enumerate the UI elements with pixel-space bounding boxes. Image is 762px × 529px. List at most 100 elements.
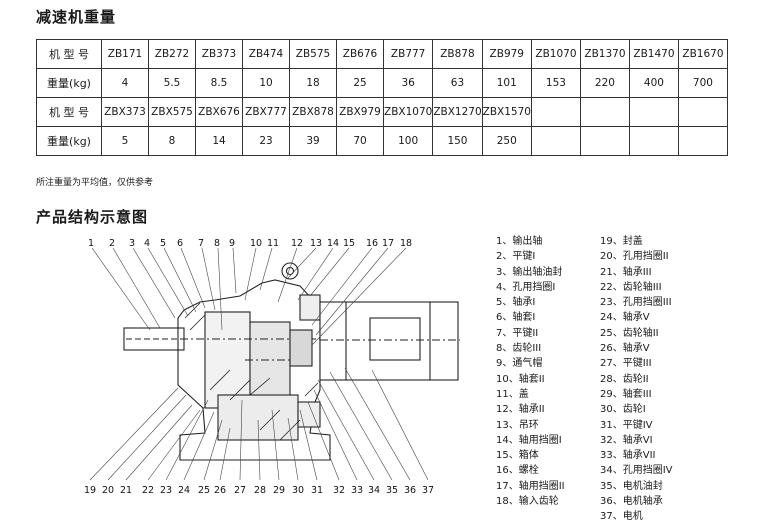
list-item: 25、齿轮轴II	[600, 327, 659, 339]
callout-number: 30	[292, 485, 304, 496]
list-item: 14、轴用挡圈I	[496, 434, 562, 446]
list-item: 21、轴承III	[600, 266, 652, 278]
list-item: 5、轴承I	[496, 297, 536, 309]
weight-cell: 63	[432, 68, 483, 98]
structure-title: 产品结构示意图	[36, 208, 149, 226]
table-row: 机 型 号 ZBX373 ZBX575 ZBX676 ZBX777 ZBX878…	[36, 97, 728, 127]
list-item: 13、吊环	[496, 419, 539, 431]
list-item: 7、平键II	[496, 327, 539, 339]
callout-number: 28	[254, 485, 266, 496]
table-row: 重量(kg) 5 8 14 23 39 70 100 150 250	[36, 126, 728, 156]
motor-terminal-box	[369, 317, 421, 361]
callout-number: 26	[214, 485, 226, 496]
list-item: 16、螺栓	[496, 465, 539, 477]
list-item: 26、轴承V	[600, 343, 650, 355]
weight-cell: 4	[101, 68, 149, 98]
callout-number: 24	[178, 485, 190, 496]
callout-number: 36	[404, 485, 416, 496]
weight-cell: 150	[432, 126, 483, 156]
top-callout-numbers: 1 2 3 4 5 6 7 8 9 10 11 12 13 14 15 16 1…	[88, 238, 412, 249]
table-row: 重量(kg) 4 5.5 8.5 10 18 25 36 63 101 153 …	[36, 68, 728, 98]
list-item: 18、输入齿轮	[496, 496, 559, 508]
callout-number: 22	[142, 485, 154, 496]
weight-cell: 250	[481, 126, 532, 156]
model-cell: ZBX575	[148, 97, 196, 127]
callout-number: 32	[333, 485, 345, 496]
weight-cell: 400	[628, 68, 679, 98]
weight-cell	[530, 126, 581, 156]
model-cell	[530, 97, 581, 127]
model-cell: ZB272	[148, 39, 196, 69]
parts-list-right: 19、封盖 20、孔用挡圈II 21、轴承III 22、齿轮轴III 23、孔用…	[600, 234, 673, 525]
list-item: 4、孔用挡圈I	[496, 281, 556, 293]
list-item: 37、电机	[600, 511, 643, 523]
callout-number: 37	[422, 485, 434, 496]
list-item: 23、孔用挡圈III	[600, 297, 672, 309]
list-item: 28、齿轮II	[600, 373, 649, 385]
weight-cell: 101	[481, 68, 532, 98]
callout-number: 35	[386, 485, 398, 496]
list-item: 31、平键IV	[600, 419, 653, 431]
list-item: 8、齿轮III	[496, 343, 542, 355]
callout-number: 27	[234, 485, 246, 496]
callout-number: 3	[129, 238, 135, 249]
weight-cell: 36	[382, 68, 434, 98]
callout-number: 13	[310, 238, 322, 249]
model-cell: ZB1670	[677, 39, 728, 69]
weight-cell: 5	[101, 126, 149, 156]
list-item: 27、平键III	[600, 358, 652, 370]
leader-lines	[89, 247, 429, 481]
list-item: 34、孔用挡圈IV	[600, 465, 673, 477]
list-item: 1、输出轴	[496, 236, 543, 247]
list-item: 29、轴套III	[600, 388, 652, 400]
model-cell: ZBX1070	[382, 97, 434, 127]
weight-cell: 23	[242, 126, 290, 156]
model-cell: ZB979	[481, 39, 532, 69]
callout-number: 10	[250, 238, 262, 249]
weight-cell: 220	[579, 68, 630, 98]
list-item: 32、轴承VI	[600, 434, 653, 446]
bottom-callout-numbers: 19 20 21 22 23 24 25 26 27 28 29 30 31 3…	[84, 485, 434, 496]
list-item: 35、电机油封	[600, 480, 663, 492]
callout-number: 1	[88, 238, 94, 249]
callout-number: 23	[160, 485, 172, 496]
callout-number: 31	[311, 485, 323, 496]
weight-cell: 8	[148, 126, 196, 156]
list-item: 10、轴套II	[496, 373, 545, 385]
weight-note: 所注重量为平均值，仅供参考	[36, 178, 154, 188]
list-item: 33、轴承VII	[600, 450, 656, 462]
model-cell: ZBX676	[195, 97, 243, 127]
model-cell: ZB171	[101, 39, 149, 69]
callout-number: 12	[291, 238, 303, 249]
list-item: 15、箱体	[496, 450, 539, 462]
weight-cell: 5.5	[148, 68, 196, 98]
callout-number: 34	[368, 485, 380, 496]
model-cell	[579, 97, 630, 127]
list-item: 9、通气帽	[496, 358, 543, 370]
callout-number: 16	[366, 238, 378, 249]
list-item: 30、齿轮I	[600, 404, 646, 416]
lifting-ring	[281, 262, 299, 280]
weight-cell: 14	[195, 126, 243, 156]
model-cell: ZB1070	[530, 39, 581, 69]
callout-number: 14	[327, 238, 339, 249]
callout-number: 18	[400, 238, 412, 249]
weight-cell: 70	[336, 126, 384, 156]
gear-body	[217, 394, 299, 441]
callout-number: 2	[109, 238, 115, 249]
callout-number: 21	[120, 485, 132, 496]
list-item: 17、轴用挡圈II	[496, 480, 565, 492]
model-cell: ZB777	[382, 39, 434, 69]
callout-number: 19	[84, 485, 96, 496]
model-cell: ZBX777	[242, 97, 290, 127]
model-cell: ZB373	[195, 39, 243, 69]
callout-number: 29	[273, 485, 285, 496]
callout-number: 33	[351, 485, 363, 496]
callout-number: 17	[382, 238, 394, 249]
motor-body	[319, 301, 459, 381]
list-item: 2、平键I	[496, 251, 536, 263]
table-row-label: 机 型 号	[36, 39, 102, 69]
weight-cell	[579, 126, 630, 156]
parts-list-left: 1、输出轴 2、平键I 3、输出轴油封 4、孔用挡圈I 5、轴承I 6、轴套I …	[496, 234, 565, 509]
